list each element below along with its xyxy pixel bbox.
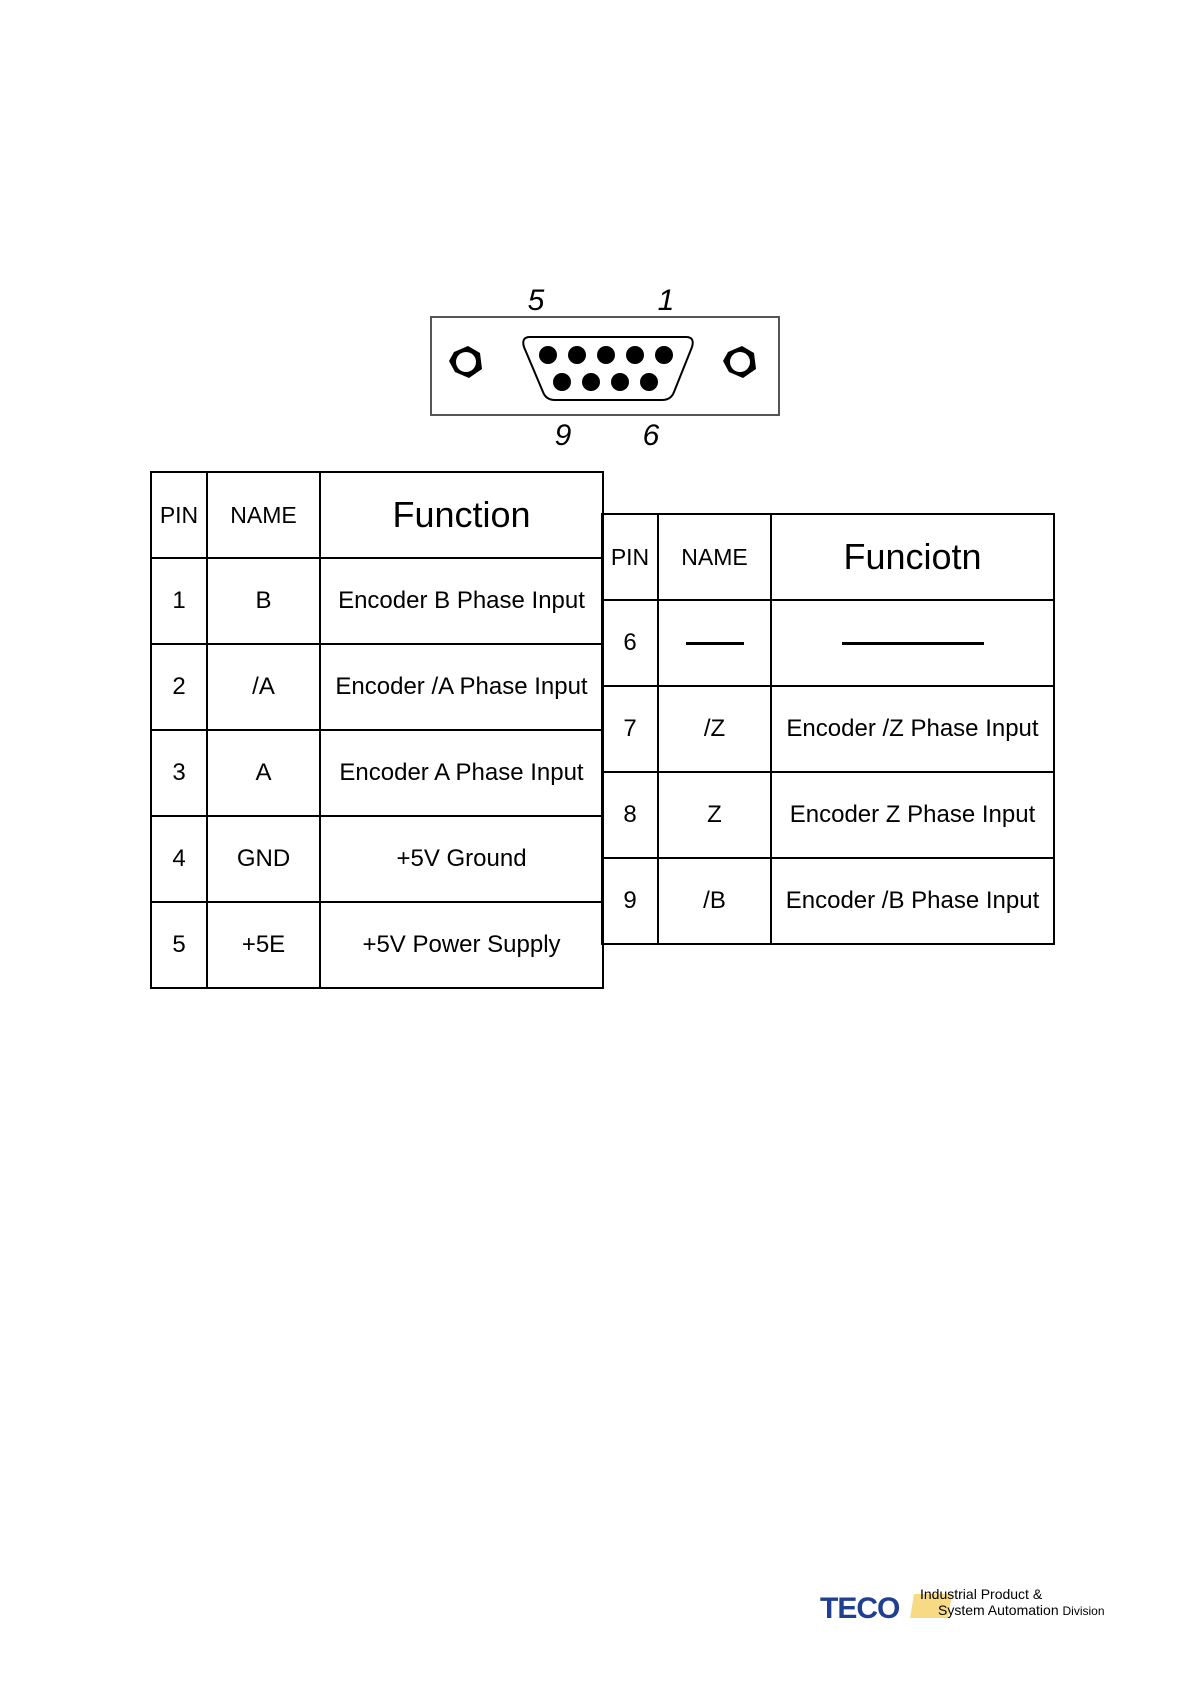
- connector-label-5: 5: [528, 284, 545, 317]
- dash-line: [685, 642, 744, 646]
- table-row: 4 GND +5V Ground: [150, 815, 604, 903]
- function-cell: Encoder A Phase Input: [319, 729, 604, 817]
- pin-table-right: PIN NAME Funciotn 6 7 /Z Encoder /Z Phas…: [601, 513, 1055, 945]
- left-screw-icon: [449, 346, 482, 378]
- division-text-line3: Division: [1062, 1604, 1105, 1618]
- name-cell-empty: [657, 599, 772, 687]
- name-cell: B: [206, 557, 321, 645]
- pin-cell: 7: [601, 685, 659, 773]
- connector-pin-row-top: [539, 346, 673, 364]
- right-screw-icon: [723, 346, 756, 378]
- name-cell: /B: [657, 857, 772, 945]
- function-cell: Encoder /B Phase Input: [770, 857, 1055, 945]
- table-row: 5 +5E +5V Power Supply: [150, 901, 604, 989]
- pin-cell: 8: [601, 771, 659, 859]
- table-header-row: PIN NAME Funciotn: [601, 513, 1055, 601]
- name-header: NAME: [206, 471, 321, 559]
- name-cell: /A: [206, 643, 321, 731]
- table-row: 2 /A Encoder /A Phase Input: [150, 643, 604, 731]
- db9-connector-diagram: 5 1 9 6: [430, 284, 780, 452]
- function-cell: Encoder B Phase Input: [319, 557, 604, 645]
- teco-footer-logo: TECO Industrial Product & System Automat…: [820, 1586, 1120, 1628]
- function-cell-empty: [770, 599, 1055, 687]
- name-cell: GND: [206, 815, 321, 903]
- function-cell: Encoder Z Phase Input: [770, 771, 1055, 859]
- division-text-line2a: System Automation: [938, 1602, 1059, 1618]
- function-cell: Encoder /A Phase Input: [319, 643, 604, 731]
- connector-label-1: 1: [658, 284, 675, 317]
- teco-mark-icon: [910, 1594, 952, 1618]
- table-row: 6: [601, 599, 1055, 687]
- name-cell: /Z: [657, 685, 772, 773]
- function-cell: +5V Ground: [319, 815, 604, 903]
- table-row: 8 Z Encoder Z Phase Input: [601, 771, 1055, 859]
- function-cell: +5V Power Supply: [319, 901, 604, 989]
- name-cell: A: [206, 729, 321, 817]
- pin-cell: 2: [150, 643, 208, 731]
- table-row: 7 /Z Encoder /Z Phase Input: [601, 685, 1055, 773]
- name-cell: Z: [657, 771, 772, 859]
- pin-cell: 6: [601, 599, 659, 687]
- function-header: Function: [319, 471, 604, 559]
- table-row: 1 B Encoder B Phase Input: [150, 557, 604, 645]
- division-text-line1: Industrial Product &: [920, 1586, 1043, 1602]
- pin-cell: 9: [601, 857, 659, 945]
- pin-table-left: PIN NAME Function 1 B Encoder B Phase In…: [150, 471, 604, 989]
- function-cell: Encoder /Z Phase Input: [770, 685, 1055, 773]
- table-header-row: PIN NAME Function: [150, 471, 604, 559]
- name-cell: +5E: [206, 901, 321, 989]
- pin-cell: 4: [150, 815, 208, 903]
- function-header: Funciotn: [770, 513, 1055, 601]
- connector-pin-row-bottom: [553, 373, 658, 391]
- dash-line: [841, 642, 984, 646]
- pin-cell: 3: [150, 729, 208, 817]
- pin-header: PIN: [150, 471, 208, 559]
- pin-header: PIN: [601, 513, 659, 601]
- division-text-line2: System Automation Division: [938, 1602, 1105, 1618]
- table-row: 9 /B Encoder /B Phase Input: [601, 857, 1055, 945]
- pin-cell: 1: [150, 557, 208, 645]
- connector-label-9: 9: [555, 419, 572, 452]
- table-row: 3 A Encoder A Phase Input: [150, 729, 604, 817]
- pin-cell: 5: [150, 901, 208, 989]
- name-header: NAME: [657, 513, 772, 601]
- connector-label-6: 6: [643, 419, 660, 452]
- teco-brand-text: TECO: [820, 1592, 900, 1625]
